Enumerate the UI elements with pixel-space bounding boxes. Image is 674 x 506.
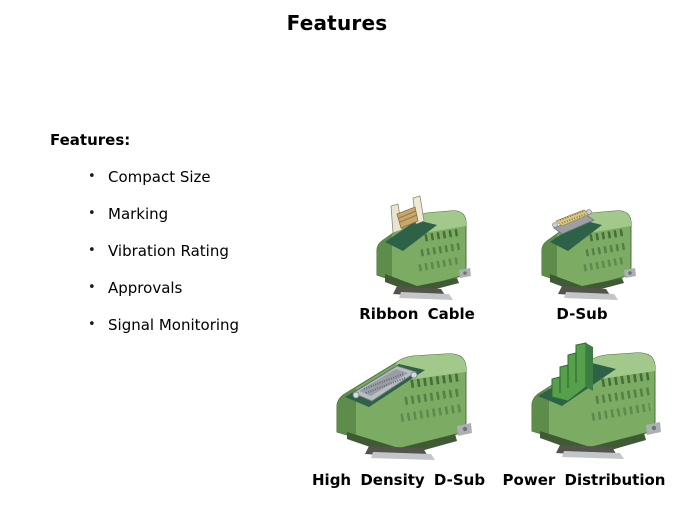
feature-item-label: Compact Size: [108, 168, 211, 186]
feature-item: • Vibration Rating: [88, 242, 239, 260]
product-label: High Density D-Sub: [312, 471, 486, 489]
slide-title: Features: [286, 11, 388, 35]
features-list-heading: Features:: [50, 131, 131, 149]
product-ribbon-cable: Ribbon Cable: [352, 190, 482, 323]
bullet-icon: •: [88, 169, 96, 184]
bullet-icon: •: [88, 243, 96, 258]
bullet-icon: •: [88, 206, 96, 221]
feature-item: • Signal Monitoring: [88, 316, 239, 334]
feature-item-label: Marking: [108, 205, 169, 223]
power-distribution-module-image: [531, 342, 661, 459]
feature-item: • Marking: [88, 205, 239, 223]
bullet-icon: •: [88, 280, 96, 295]
high-density-d-sub-module-image: [336, 353, 472, 460]
feature-item-label: Approvals: [108, 279, 183, 297]
feature-item: • Compact Size: [88, 168, 239, 186]
bullet-icon: •: [88, 317, 96, 332]
d-sub-module-image: [541, 209, 636, 300]
product-label: Ribbon Cable: [359, 305, 475, 323]
product-label: Power Distribution: [502, 471, 666, 489]
features-list: • Compact Size • Marking • Vibration Rat…: [88, 168, 239, 353]
product-d-sub: D-Sub: [517, 190, 647, 323]
ribbon-cable-module-image: [376, 195, 471, 300]
product-label: D-Sub: [556, 305, 608, 323]
product-high-density-d-sub: High Density D-Sub: [312, 336, 486, 489]
feature-item-label: Signal Monitoring: [108, 316, 240, 334]
feature-item-label: Vibration Rating: [108, 242, 229, 260]
product-power-distribution: Power Distribution: [497, 331, 671, 489]
feature-item: • Approvals: [88, 279, 239, 297]
